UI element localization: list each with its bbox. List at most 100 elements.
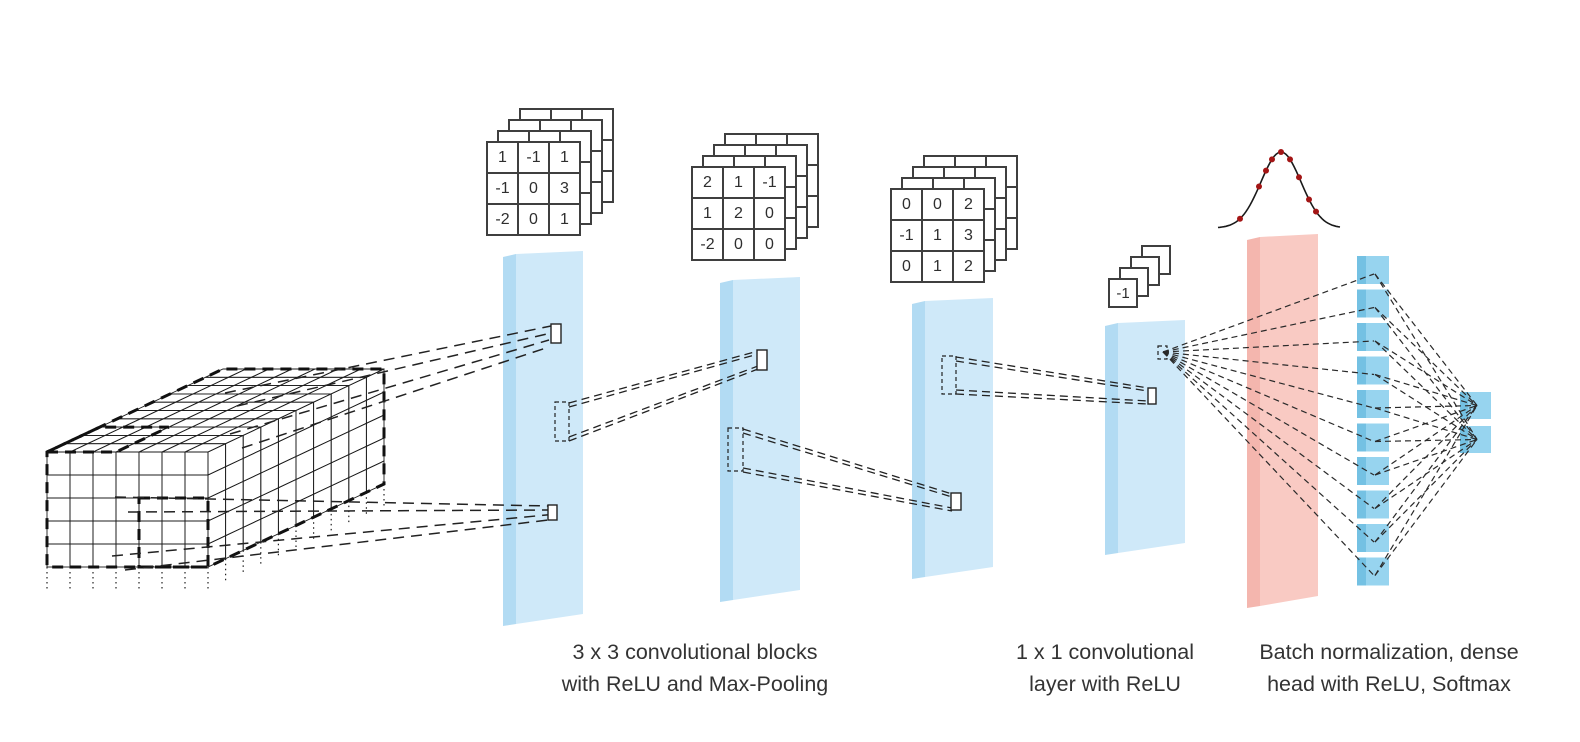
caption-line-1: 3 x 3 convolutional blocks	[572, 640, 818, 664]
kernel-cell: 1	[723, 167, 754, 198]
connection-line	[1162, 351, 1375, 543]
connection-line	[1374, 405, 1478, 543]
side-cell	[348, 422, 367, 456]
connection-line	[955, 393, 1149, 405]
connection-line	[1162, 351, 1375, 576]
connection-line	[1162, 273, 1375, 353]
top-cell	[87, 434, 129, 445]
kernel-cell: 1	[487, 142, 518, 173]
connection-line	[1162, 351, 1375, 509]
side-cell	[242, 449, 262, 483]
side-cell	[295, 493, 315, 527]
kernel-cell: 0	[754, 198, 785, 229]
side-cell	[277, 455, 297, 489]
patch-top	[46, 425, 170, 454]
side-cell	[330, 430, 350, 464]
gaussian-path	[1217, 151, 1341, 229]
front-cell	[46, 520, 71, 545]
gaussian-dot	[1313, 208, 1319, 215]
target-patch	[950, 492, 962, 511]
top-cell	[214, 418, 256, 428]
front-cell	[138, 497, 163, 522]
front-cell	[184, 474, 209, 499]
connection-line	[742, 467, 953, 509]
kernel-cell: 2	[723, 198, 754, 229]
connection-line	[1162, 351, 1375, 443]
top-cell	[308, 385, 349, 395]
top-cell	[216, 385, 257, 395]
side-cell	[207, 488, 227, 522]
kernel-cell: 0	[754, 229, 785, 260]
connection-line	[1374, 307, 1478, 406]
top-cell	[138, 443, 180, 453]
source-patch	[727, 427, 744, 472]
kernel-cell: 0	[922, 189, 953, 220]
side-cell	[365, 368, 385, 402]
side-cell	[225, 457, 244, 491]
connection-line	[742, 428, 953, 495]
gaussian-dot	[1278, 149, 1284, 155]
slab-face	[516, 251, 583, 624]
source-patch	[554, 401, 570, 442]
kernel-cell: -1	[518, 142, 549, 173]
front-cell	[92, 497, 117, 522]
side-cell	[348, 399, 367, 433]
dense-neuron-edge	[1357, 423, 1366, 452]
dense-neuron-edge	[1357, 557, 1366, 586]
gaussian-dot	[1269, 156, 1275, 163]
caption-line-1: 1 x 1 convolutional	[1015, 640, 1195, 664]
connection-line	[955, 389, 1149, 402]
connection-line	[1374, 439, 1478, 543]
output-node-edge	[1460, 426, 1468, 453]
kernel-cell: 2	[953, 189, 984, 220]
caption-pointwise: 1 x 1 convolutional layer with ReLU	[995, 636, 1215, 700]
dense-neuron-edge	[1357, 356, 1366, 385]
side-cell	[277, 432, 297, 466]
connection-line	[124, 518, 558, 571]
connection-line	[1374, 405, 1478, 576]
kernel-cell: 1	[922, 251, 953, 282]
connection-line	[568, 368, 759, 442]
kernel-cell: -2	[487, 204, 518, 235]
top-cell	[179, 434, 221, 445]
gaussian-dot	[1287, 156, 1293, 163]
front-cell	[69, 474, 94, 499]
connection-line	[568, 365, 759, 438]
kernel-cell: 3	[953, 220, 984, 251]
side-cell	[330, 453, 350, 487]
side-cell	[365, 460, 385, 494]
target-patch	[1147, 387, 1157, 405]
target-patch	[550, 323, 562, 344]
connection-line	[1162, 351, 1375, 409]
side-cell	[260, 418, 279, 451]
top-cell	[272, 401, 314, 411]
kernel-cell: -1	[1109, 279, 1137, 307]
connection-line	[1374, 405, 1478, 476]
top-cell	[198, 393, 240, 403]
kernel-cell: 3	[549, 173, 580, 204]
kernel-cell: 1	[922, 220, 953, 251]
gaussian-dot	[1256, 183, 1262, 190]
kernel-cell: -1	[891, 220, 922, 251]
gaussian-dot	[1237, 215, 1243, 222]
slab-side	[1247, 237, 1260, 608]
slab-side	[1105, 323, 1118, 555]
front-cell	[184, 520, 209, 545]
top-cell	[209, 410, 251, 420]
connection-line	[955, 360, 1149, 392]
connection-line	[568, 353, 759, 408]
top-cell	[239, 385, 280, 395]
top-cell	[161, 443, 203, 453]
caption-line-2: head with ReLU, Softmax	[1267, 672, 1511, 696]
connection-line	[955, 356, 1149, 389]
kernel-cell: 1	[549, 142, 580, 173]
front-cell	[115, 520, 140, 545]
front-cell	[92, 474, 117, 499]
top-cell	[134, 401, 176, 411]
kernel-cell: 0	[891, 189, 922, 220]
top-cell	[175, 393, 217, 403]
conv-layer-3	[912, 298, 993, 579]
